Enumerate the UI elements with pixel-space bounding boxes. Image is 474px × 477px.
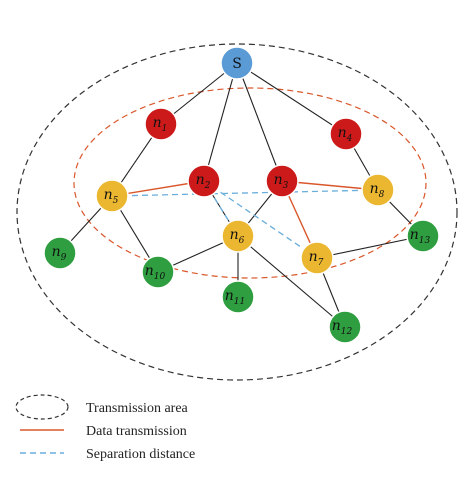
node-S-circle xyxy=(220,46,254,80)
node-n1-circle xyxy=(144,107,178,141)
node-n2-label-sub: 2 xyxy=(204,181,211,191)
node-n5-circle xyxy=(95,179,129,213)
node-n10-label: n10 xyxy=(145,263,166,282)
node-n8-label-base: n xyxy=(370,181,379,197)
link-n7-n13 xyxy=(316,235,424,259)
legend: Transmission area Data transmission Sepa… xyxy=(15,394,195,462)
node-n2-circle xyxy=(187,164,221,198)
link-S-n4 xyxy=(236,62,347,135)
legend-data-transmission-label: Data transmission xyxy=(86,424,187,439)
legend-transmission-area-label: Transmission area xyxy=(86,401,189,416)
node-n2-label: n2 xyxy=(196,172,211,191)
node-n9: n9 xyxy=(43,236,77,270)
node-n1-label: n1 xyxy=(153,115,168,134)
node-n1-label-sub: 1 xyxy=(162,124,168,134)
node-n10-circle xyxy=(141,255,175,289)
node-S-label: S xyxy=(232,56,242,72)
node-n12-label-base: n xyxy=(332,318,341,334)
node-n8: n8 xyxy=(361,173,395,207)
node-n5-label: n5 xyxy=(104,187,119,206)
node-n4-label: n4 xyxy=(338,125,353,144)
node-n8-label-sub: 8 xyxy=(379,190,385,200)
node-n7: n7 xyxy=(300,241,334,275)
node-n10-label-base: n xyxy=(145,263,154,279)
node-n12-circle xyxy=(328,310,362,344)
node-n6: n6 xyxy=(221,219,255,253)
node-n2: n2 xyxy=(187,164,221,198)
link-S-n3 xyxy=(236,62,283,182)
node-n9-label-base: n xyxy=(52,244,61,260)
transmission-area-boundary xyxy=(16,43,458,381)
node-n12-label-sub: 12 xyxy=(341,327,353,337)
node-n12-label: n12 xyxy=(332,318,353,337)
node-n3: n3 xyxy=(265,164,299,198)
node-n1: n1 xyxy=(144,107,178,141)
node-n9-circle xyxy=(43,236,77,270)
legend-separation-distance-label: Separation distance xyxy=(86,447,195,462)
node-n7-circle xyxy=(300,241,334,275)
node-n9-label-sub: 9 xyxy=(61,253,67,263)
cluster-boundary xyxy=(73,87,427,279)
node-n2-label-base: n xyxy=(196,172,205,188)
node-n4-circle xyxy=(329,117,363,151)
node-n4-label-sub: 4 xyxy=(346,134,353,144)
link-S-n2 xyxy=(203,62,238,182)
node-n13-circle xyxy=(406,219,440,253)
node-n7-label-sub: 7 xyxy=(318,258,324,268)
node-n6-label-base: n xyxy=(230,227,239,243)
node-n10: n10 xyxy=(141,255,175,289)
node-n3-circle xyxy=(265,164,299,198)
node-n13-label-base: n xyxy=(410,227,419,243)
node-n12: n12 xyxy=(328,310,362,344)
node-n4-label-base: n xyxy=(338,125,347,141)
node-n11-label-base: n xyxy=(225,288,234,304)
link-n6-n12 xyxy=(237,235,346,328)
node-n3-label: n3 xyxy=(274,172,289,191)
node-n7-label-base: n xyxy=(309,249,318,265)
node-n6-label-sub: 6 xyxy=(239,236,245,246)
node-n11-label: n11 xyxy=(225,288,245,307)
node-n6-circle xyxy=(221,219,255,253)
node-n4: n4 xyxy=(329,117,363,151)
separation-distance-n5-n8 xyxy=(111,189,379,197)
node-n13-label-sub: 13 xyxy=(419,236,431,246)
node-n3-label-base: n xyxy=(274,172,283,188)
node-n8-circle xyxy=(361,173,395,207)
separation-distance-n2-n7 xyxy=(203,180,318,259)
node-n10-label-sub: 10 xyxy=(154,272,166,282)
node-n11: n11 xyxy=(221,280,255,314)
node-n7-label: n7 xyxy=(309,249,324,268)
node-n5: n5 xyxy=(95,179,129,213)
node-n13: n13 xyxy=(406,219,440,253)
node-n9-label: n9 xyxy=(52,244,67,263)
node-n11-label-sub: 11 xyxy=(234,297,245,307)
node-n11-circle xyxy=(221,280,255,314)
node-n6-label: n6 xyxy=(230,227,245,246)
node-n5-label-base: n xyxy=(104,187,113,203)
node-n5-label-sub: 5 xyxy=(113,196,119,206)
node-n1-label-base: n xyxy=(153,115,162,131)
node-n13-label: n13 xyxy=(410,227,431,246)
legend-transmission-area-symbol xyxy=(15,394,69,420)
node-n3-label-sub: 3 xyxy=(283,181,289,191)
node-S: S xyxy=(220,46,254,80)
node-n8-label: n8 xyxy=(370,181,385,200)
